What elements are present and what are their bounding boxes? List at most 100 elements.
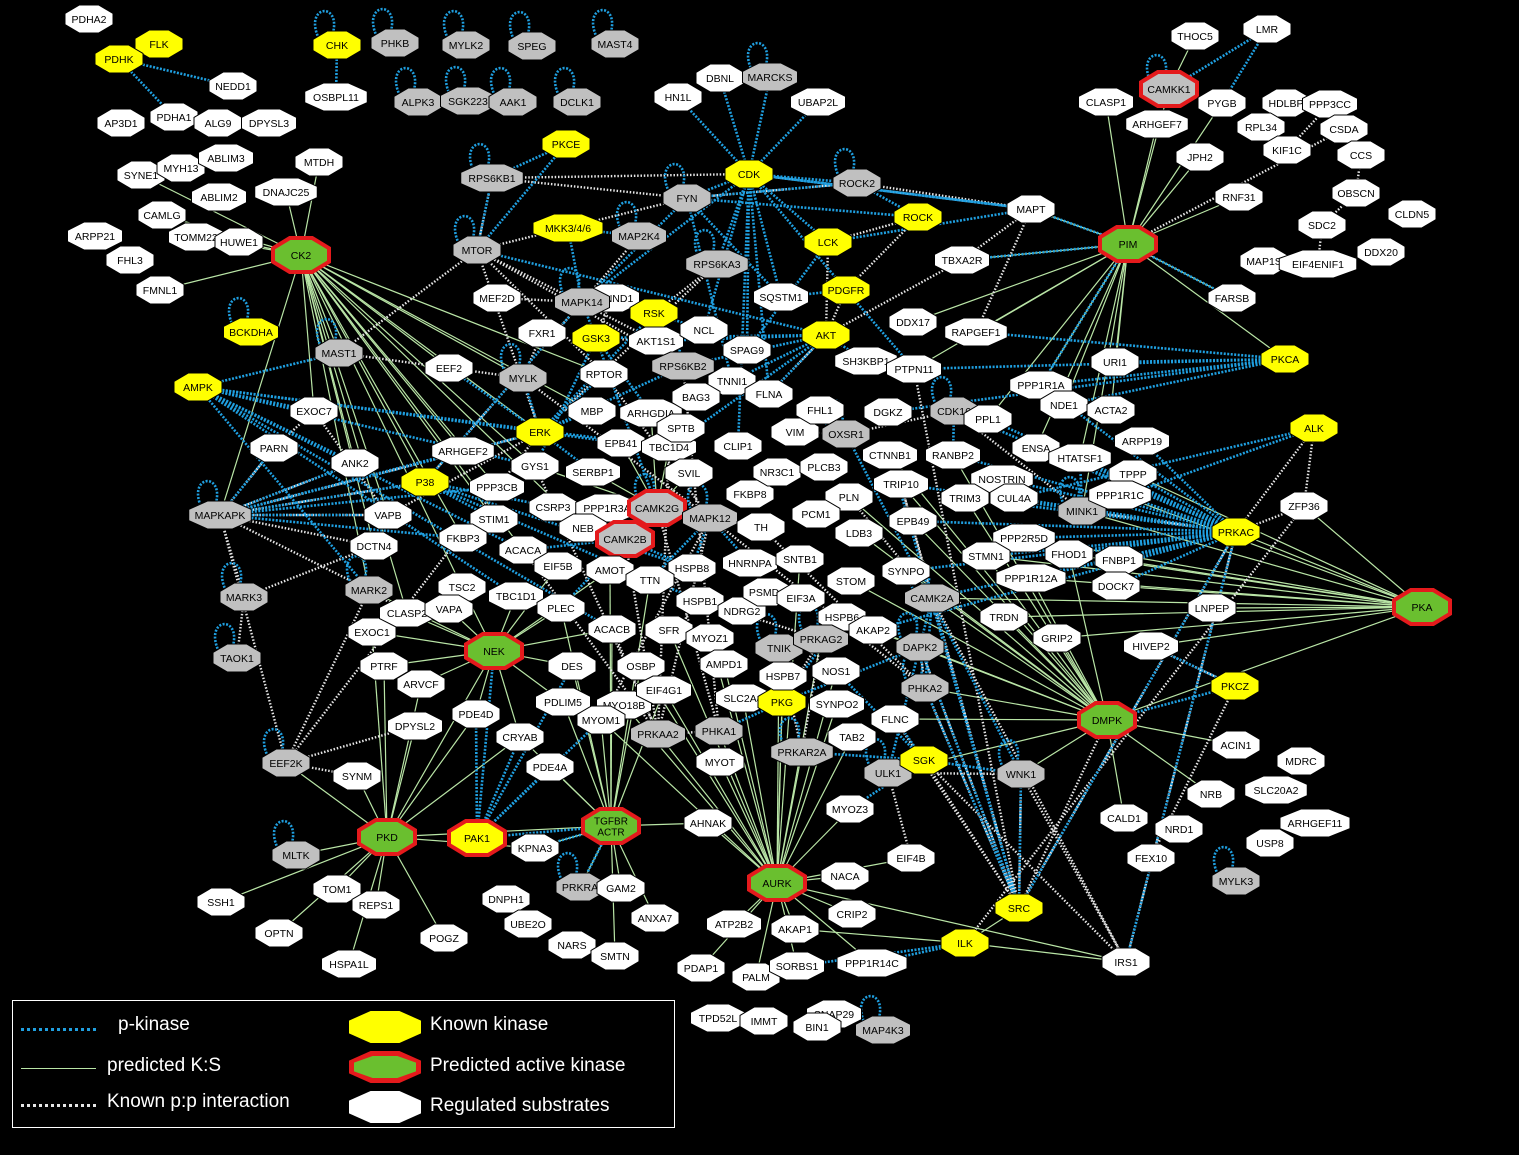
predicted-ks-edge-dmpk-trdn: [1003, 616, 1108, 721]
node-rock2: ROCK2: [832, 168, 882, 198]
node-label-pdap1: PDAP1: [684, 963, 719, 975]
node-shape-ensa: [1011, 433, 1061, 463]
node-shape-prkaa2: [630, 719, 686, 749]
node-shape-mbp: [567, 396, 617, 426]
node-reps1: REPS1: [351, 890, 401, 920]
node-prkaa2: PRKAA2: [630, 719, 686, 749]
node-usp8: USP8: [1245, 828, 1295, 858]
node-label-sdc2: SDC2: [1308, 220, 1336, 232]
node-label-spag9: SPAG9: [730, 345, 764, 357]
node-shape-stim1: [469, 504, 519, 534]
node-ank2: ANK2: [330, 448, 380, 478]
node-prkra: PRKRA: [555, 872, 605, 902]
node-label-trip10: TRIP10: [883, 479, 919, 491]
node-label-dmpk: DMPK: [1092, 715, 1122, 727]
p-kinase-edge-pkca-ppp1r1a: [1040, 357, 1286, 387]
node-shape-clasp1: [1078, 87, 1134, 117]
node-shape-cldn5: [1387, 199, 1437, 229]
node-label-pdha2: PDHA2: [71, 14, 106, 26]
node-prkar2a: PRKAR2A: [770, 737, 834, 767]
predicted-ks-edge-ck2-p38: [300, 254, 426, 483]
node-pka: PKA: [1392, 588, 1452, 626]
node-label-cdk16: CDK16: [937, 406, 971, 418]
node-shape-ap3d1: [96, 108, 146, 138]
node-shape-nek: [464, 632, 524, 670]
node-shape-alpk3: [393, 87, 443, 117]
predicted-ks-edge-pkd-cryab: [386, 736, 521, 838]
node-label-gam2: GAM2: [606, 883, 636, 895]
node-shape-sh3kbp1: [834, 346, 898, 376]
node-shape-ank2: [330, 448, 380, 478]
node-cryab: CRYAB: [495, 722, 545, 752]
node-shape-mtor: [452, 235, 502, 265]
node-shape-des: [547, 651, 597, 681]
p-kinase-edge-mapkapk-fkbp3: [219, 513, 464, 540]
node-shape-fyn: [662, 183, 712, 213]
node-shape-ppp1r1c: [1088, 480, 1152, 510]
node-pdha2: PDHA2: [64, 4, 114, 34]
node-shape-prkra: [555, 872, 605, 902]
node-label-irs1: IRS1: [1114, 957, 1138, 969]
node-shape-trdn: [979, 602, 1029, 632]
node-label-arhgef7: ARHGEF7: [1132, 119, 1182, 131]
node-label-akt1s1: AKT1S1: [636, 336, 675, 348]
node-akap2: AKAP2: [848, 615, 898, 645]
node-label-fex10: FEX10: [1135, 853, 1167, 865]
autophosphorylation-loop-alpk3: [394, 66, 417, 97]
node-mark3: MARK3: [219, 582, 269, 612]
node-label-clasp2: CLASP2: [387, 608, 427, 620]
autophosphorylation-loop-mylk: [499, 342, 522, 373]
node-label-tppp: TPPP: [1119, 469, 1146, 481]
node-label-sh3kbp1: SH3KBP1: [842, 356, 889, 368]
node-speg: SPEG: [507, 31, 557, 61]
node-pkce: PKCE: [541, 129, 591, 159]
predicted-ks-edge-aurk-synpo2: [776, 703, 838, 884]
node-shape-jph2: [1175, 142, 1225, 172]
node-shape-pcm1: [791, 499, 841, 529]
node-shape-flk: [134, 29, 184, 59]
node-camkk1: CAMKK1: [1139, 70, 1199, 108]
node-label-ablim2: ABLIM2: [200, 192, 238, 204]
node-taok1: TAOK1: [212, 643, 262, 673]
node-label-alg9: ALG9: [205, 118, 232, 130]
node-ppp1r12a: PPP1R12A: [995, 563, 1067, 593]
node-shape-myom1: [576, 705, 626, 735]
known-pp-edge-erk-vapb: [387, 430, 541, 517]
node-hnrnpa: HNRNPA: [722, 548, 778, 578]
node-prkag2: PRKAG2: [793, 624, 849, 654]
p-kinase-edge-src-wnk1: [1017, 773, 1023, 909]
node-label-zfp36: ZFP36: [1288, 501, 1320, 513]
node-label-exoc7: EXOC7: [296, 406, 332, 418]
node-naca: NACA: [820, 861, 870, 891]
node-shape-alg9: [193, 108, 243, 138]
autophosphorylation-loop-dapk2: [896, 611, 919, 642]
node-mylk: MYLK: [498, 363, 548, 393]
node-label-dbnl: DBNL: [706, 73, 734, 85]
node-pkcz: PKCZ: [1210, 671, 1260, 701]
node-shape-tpd52l: [690, 1003, 746, 1033]
node-shape-stmn1: [961, 541, 1011, 571]
node-label-myom1: MYOM1: [582, 715, 621, 727]
node-ilk: ILK: [940, 928, 990, 958]
node-vapa: VAPA: [424, 594, 474, 624]
predicted-ks-edge-aurk-myot: [719, 761, 778, 884]
node-label-sfr: SFR: [659, 625, 680, 637]
node-shape-obscn: [1331, 178, 1381, 208]
node-label-sgk: SGK: [913, 755, 935, 767]
node-label-marcks: MARCKS: [748, 72, 793, 84]
node-label-dpysl3: DPYSL3: [249, 118, 289, 130]
node-epb49: EPB49: [888, 506, 938, 536]
node-label-lck: LCK: [818, 237, 838, 249]
autophosphorylation-loop-mltk: [272, 819, 295, 850]
node-label-tsc2: TSC2: [449, 582, 476, 594]
p-kinase-edge-pak1-des: [475, 665, 574, 839]
node-acaca: ACACA: [498, 535, 548, 565]
node-pdlim5: PDLIM5: [535, 687, 591, 717]
node-ptpn11: PTPN11: [886, 354, 942, 384]
node-fxr1: FXR1: [517, 318, 567, 348]
node-label-tab2: TAB2: [839, 732, 865, 744]
node-label-eef2k: EEF2K: [269, 758, 302, 770]
node-label-hnrnpa: HNRNPA: [728, 558, 772, 570]
node-label-ttn: TTN: [640, 575, 660, 587]
